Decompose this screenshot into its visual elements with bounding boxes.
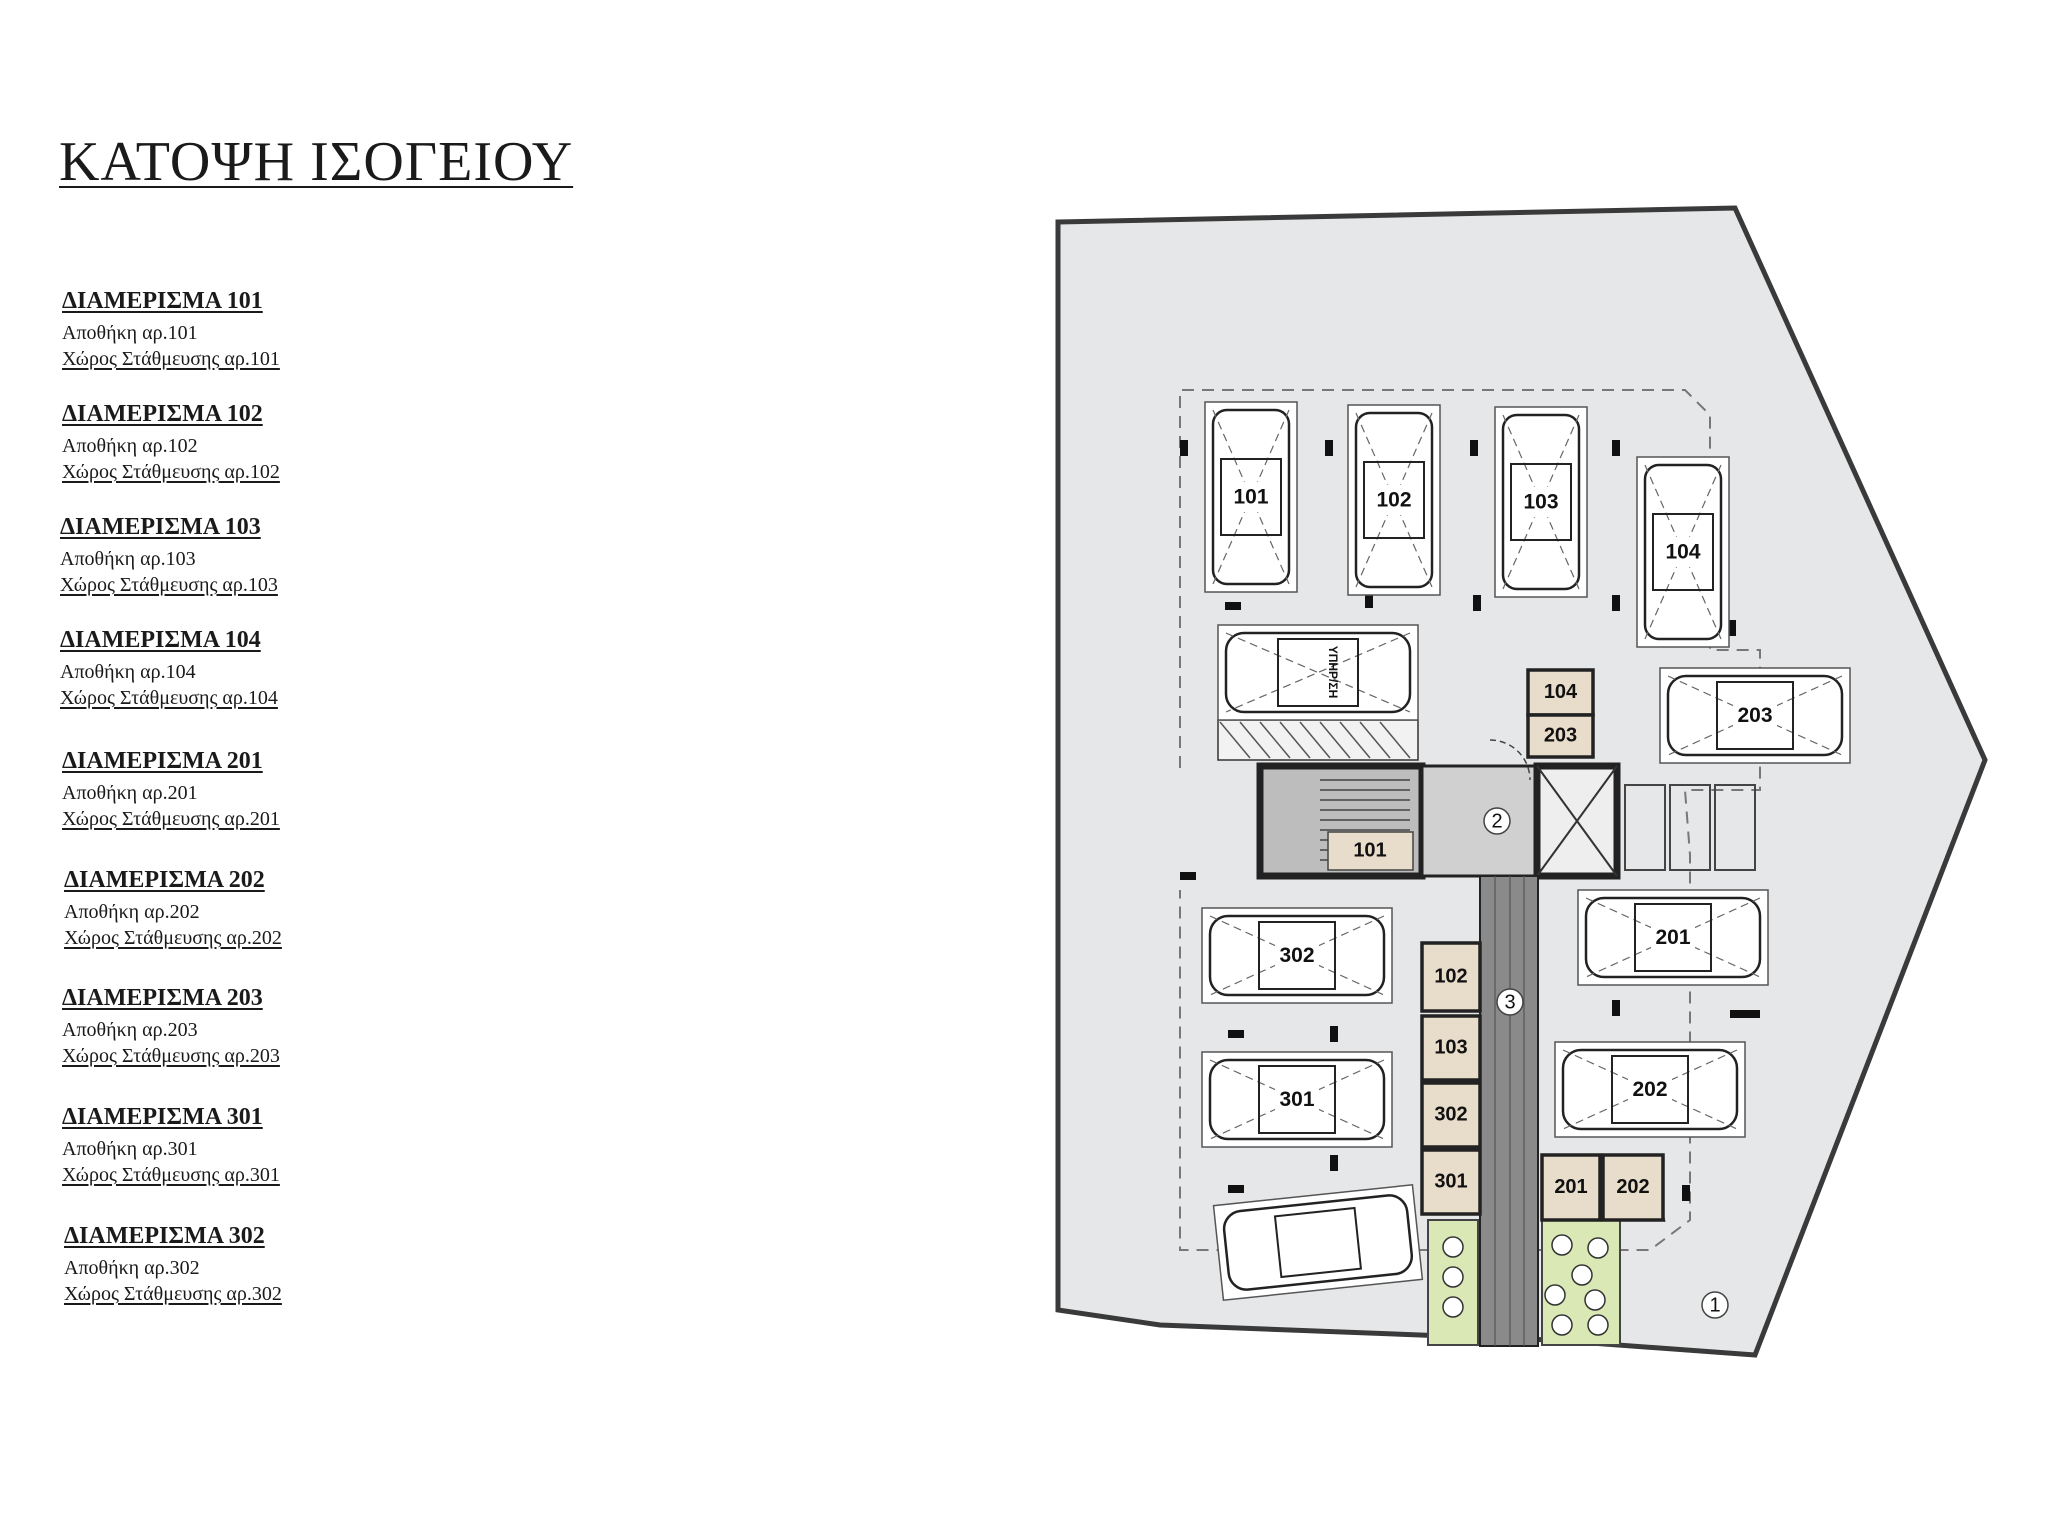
parking-bay-101: 101 xyxy=(1204,401,1298,593)
plan-marker: 3 xyxy=(1496,988,1524,1016)
parking-bay-label: 102 xyxy=(1376,489,1411,512)
storage-room-label: 104 xyxy=(1544,681,1578,703)
apartment-parking: Χώρος Στάθμευσης αρ.202 xyxy=(64,927,282,949)
apartment-storage: Αποθήκη αρ.203 xyxy=(62,1019,198,1041)
apartment-parking: Χώρος Στάθμευσης αρ.104 xyxy=(60,687,278,709)
apartment-parking: Χώρος Στάθμευσης αρ.203 xyxy=(62,1045,280,1067)
floor-plan: 101 102 103 104 203 201 202 302 301 ΥΠΗΡ/ΣΗ 104 203… xyxy=(1050,200,2000,1360)
storage-room: 102 xyxy=(1420,941,1482,1013)
storage-room: 104 xyxy=(1526,668,1595,717)
parking-bay-label: 202 xyxy=(1632,1078,1667,1101)
parking-bay-label: 201 xyxy=(1655,926,1690,949)
apartment-storage: Αποθήκη αρ.102 xyxy=(62,435,198,457)
building-outline-dashed xyxy=(1179,389,1761,1251)
parking-bay-label: 302 xyxy=(1279,944,1314,967)
parking-bay-label: 203 xyxy=(1737,704,1772,727)
apartment-storage: Αποθήκη αρ.302 xyxy=(64,1257,200,1279)
apartment-heading: ΔΙΑΜΕΡΙΣΜΑ 301 xyxy=(62,1104,263,1130)
storage-room: 103 xyxy=(1420,1014,1482,1082)
storage-room: 201 xyxy=(1540,1153,1602,1222)
storage-room-label: 101 xyxy=(1353,839,1386,861)
page-title: ΚΑΤΟΨΗ ΙΣΟΓΕΙΟΥ xyxy=(59,131,574,193)
storage-room: 301 xyxy=(1420,1148,1482,1216)
plan-marker: 1 xyxy=(1701,1291,1729,1319)
plan-marker-label: 2 xyxy=(1491,810,1502,832)
apartment-heading: ΔΙΑΜΕΡΙΣΜΑ 203 xyxy=(62,985,263,1011)
apartment-list: ΔΙΑΜΕΡΙΣΜΑ 101 Αποθήκη αρ.101 Χώρος Στάθ… xyxy=(0,0,420,1400)
stair-core xyxy=(1256,762,1621,880)
apartment-heading: ΔΙΑΜΕΡΙΣΜΑ 302 xyxy=(64,1223,265,1249)
apartment-parking: Χώρος Στάθμευσης αρ.301 xyxy=(62,1164,280,1186)
storage-room: 202 xyxy=(1601,1153,1665,1222)
apartment-heading: ΔΙΑΜΕΡΙΣΜΑ 101 xyxy=(62,288,263,314)
apartment-storage: Αποθήκη αρ.103 xyxy=(60,548,196,570)
apartment-storage: Αποθήκη αρ.301 xyxy=(62,1138,198,1160)
floor-plan-drawing: 101 102 103 104 203 201 202 302 301 ΥΠΗΡ/ΣΗ 104 203… xyxy=(1055,205,1988,1358)
plan-marker: 2 xyxy=(1483,807,1511,835)
apartment-storage: Αποθήκη αρ.101 xyxy=(62,322,198,344)
parking-bay-301: 301 xyxy=(1201,1051,1393,1148)
apartment-parking: Χώρος Στάθμευσης αρ.101 xyxy=(62,348,280,370)
apartment-storage: Αποθήκη αρ.202 xyxy=(64,901,200,923)
storage-room-label: 203 xyxy=(1544,724,1577,746)
storage-room-label: 301 xyxy=(1434,1170,1467,1192)
apartment-heading: ΔΙΑΜΕΡΙΣΜΑ 201 xyxy=(62,748,263,774)
storage-room-label: 202 xyxy=(1616,1176,1649,1198)
corridor-rooms xyxy=(1624,784,1756,871)
apartment-parking: Χώρος Στάθμευσης αρ.201 xyxy=(62,808,280,830)
parking-bay-102: 102 xyxy=(1347,404,1441,596)
parking-bay-302: 302 xyxy=(1201,907,1393,1004)
apartment-heading: ΔΙΑΜΕΡΙΣΜΑ 202 xyxy=(64,867,265,893)
hatched-strip xyxy=(1217,719,1419,761)
apartment-heading: ΔΙΑΜΕΡΙΣΜΑ 103 xyxy=(60,514,261,540)
parking-bay-203: 203 xyxy=(1659,667,1851,764)
parking-bay-reserved xyxy=(1217,624,1419,721)
parking-bay-201: 201 xyxy=(1577,889,1769,986)
parking-bay-104: 104 xyxy=(1636,456,1730,648)
storage-room-label: 102 xyxy=(1434,965,1467,987)
parking-bay-103: 103 xyxy=(1494,406,1588,598)
apartment-parking: Χώρος Στάθμευσης αρ.302 xyxy=(64,1283,282,1305)
storage-room-label: 201 xyxy=(1554,1176,1587,1198)
storage-room: 302 xyxy=(1420,1081,1482,1149)
parking-bay-unlabelled xyxy=(1212,1183,1424,1302)
storage-room: 203 xyxy=(1526,713,1595,759)
parking-bay-label: 301 xyxy=(1279,1088,1314,1111)
parking-bay-202: 202 xyxy=(1554,1041,1746,1138)
storage-room-label: 302 xyxy=(1434,1103,1467,1125)
apartment-storage: Αποθήκη αρ.104 xyxy=(60,661,196,683)
reserved-bay-label: ΥΠΗΡ/ΣΗ xyxy=(1326,646,1340,699)
plan-marker-label: 1 xyxy=(1709,1294,1720,1316)
parking-bay-label: 101 xyxy=(1233,486,1268,509)
apartment-storage: Αποθήκη αρ.201 xyxy=(62,782,198,804)
parking-bay-label: 104 xyxy=(1665,541,1700,564)
plan-marker-label: 3 xyxy=(1504,991,1515,1013)
planter-right xyxy=(1541,1219,1621,1346)
apartment-parking: Χώρος Στάθμευσης αρ.102 xyxy=(62,461,280,483)
apartment-heading: ΔΙΑΜΕΡΙΣΜΑ 102 xyxy=(62,401,263,427)
walkway xyxy=(1479,875,1539,1347)
parking-bay-label: 103 xyxy=(1523,491,1558,514)
apartment-heading: ΔΙΑΜΕΡΙΣΜΑ 104 xyxy=(60,627,261,653)
storage-room-label: 103 xyxy=(1434,1036,1467,1058)
apartment-parking: Χώρος Στάθμευσης αρ.103 xyxy=(60,574,278,596)
column-markers xyxy=(1180,440,1760,1201)
planter-left xyxy=(1427,1219,1479,1346)
